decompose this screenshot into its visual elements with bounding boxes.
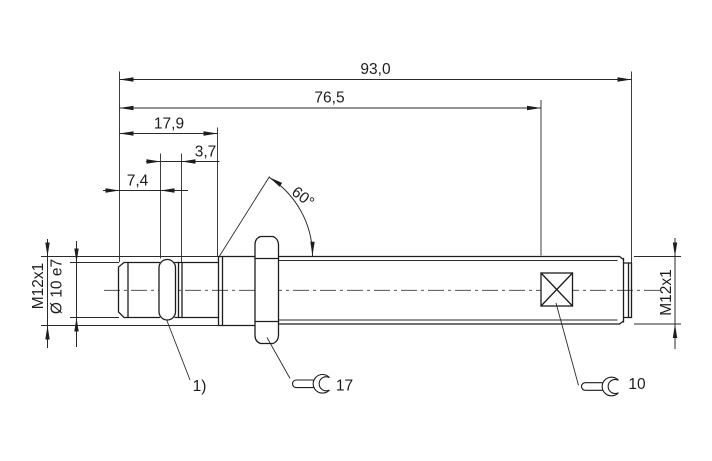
dim-connector-thread-label: M12x1 [30,263,47,310]
connector-thread-section [217,255,256,327]
dim-plug-length-label: 7,4 [127,173,149,190]
dim-plug-length: 7,4 [103,173,188,193]
wrench-icon [580,376,619,397]
dim-connector-thread: M12x1 [30,239,50,348]
dim-connector-length: 17,9 [119,116,218,136]
footnote-marker: 1) [193,378,207,395]
o-ring [158,258,177,321]
dim-chamfer-angle-label: 60° [288,183,317,211]
wrench-size-flats-label: 10 [628,376,646,393]
wrench-size-hex-label: 17 [336,378,353,395]
barrel-end [618,255,633,325]
connector-cap [117,261,161,319]
dim-housing-thread: M12x1 [658,238,678,349]
hex-nut [254,235,280,345]
dim-plug-diameter-label: Ø 10 e7 [49,259,66,314]
sensor-outline [104,235,662,345]
dim-overall-length-label: 93,0 [360,61,391,78]
plug-body [174,261,220,319]
dim-groove-width: 3,7 [146,144,220,164]
dim-flats-position-label: 76,5 [314,90,344,107]
leader-lines [166,302,579,386]
dim-housing-thread-label: M12x1 [658,269,675,316]
extension-lines [41,71,681,326]
wrench-flats-mark [540,272,574,307]
wrench-icon [291,373,330,394]
dim-overall-length: 93,0 [119,61,632,82]
dim-plug-diameter: Ø 10 e7 [49,241,79,347]
dim-connector-length-label: 17,9 [154,116,184,133]
dim-groove-width-label: 3,7 [195,144,217,161]
dim-flats-position: 76,5 [119,90,541,111]
